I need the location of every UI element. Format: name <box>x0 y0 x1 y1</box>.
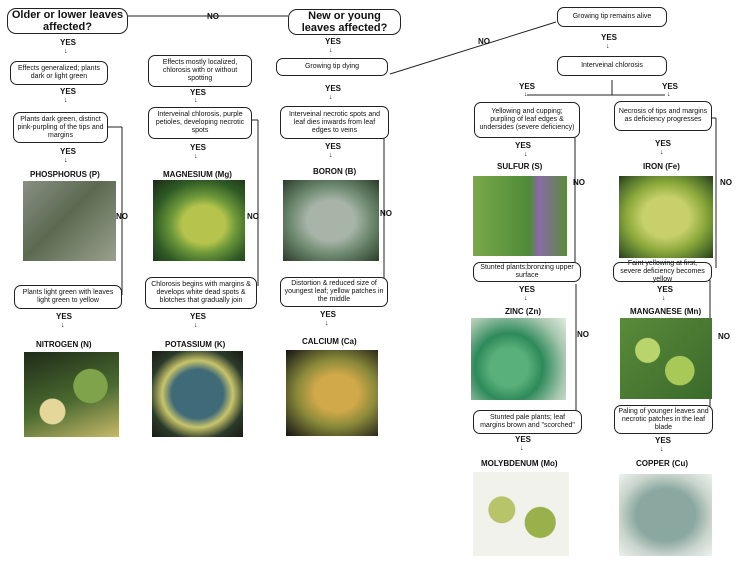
yes-label: YES <box>519 285 536 294</box>
step-stunted-pale: Stunted pale plants; leaf margins brown … <box>473 410 582 434</box>
arrow-down-icon: ↓ <box>667 91 671 98</box>
nutrient-magnesium: MAGNESIUM (Mg) <box>163 170 232 179</box>
yes-label: YES <box>60 147 77 156</box>
step-stunted-bronzing: Stunted plants;bronzing upper surface <box>473 262 581 282</box>
yes-label: YES <box>515 435 532 444</box>
arrow-down-icon: ↓ <box>61 322 65 329</box>
step-generalized: Effects generalized; plants dark or ligh… <box>10 61 108 85</box>
boron-photo <box>283 180 379 261</box>
phosphorus-photo <box>23 181 116 261</box>
yes-label: YES <box>325 37 342 46</box>
molybdenum-photo <box>473 472 569 556</box>
step-tip-alive: Growing tip remains alive <box>557 7 667 27</box>
no-label: NO <box>380 209 392 218</box>
arrow-down-icon: ↓ <box>329 152 333 159</box>
arrow-down-icon: ↓ <box>194 153 198 160</box>
arrow-down-icon: ↓ <box>64 48 68 55</box>
nutrient-copper: COPPER (Cu) <box>636 459 688 468</box>
arrow-down-icon: ↓ <box>64 97 68 104</box>
iron-photo <box>619 176 713 258</box>
copper-photo <box>619 474 712 556</box>
nutrient-phosphorus: PHOSPHORUS (P) <box>30 170 100 179</box>
arrow-down-icon: ↓ <box>64 157 68 164</box>
yes-label: YES <box>320 310 337 319</box>
nutrient-nitrogen: NITROGEN (N) <box>36 340 92 349</box>
yes-label: YES <box>60 87 77 96</box>
yes-label: YES <box>515 141 532 150</box>
arrow-down-icon: ↓ <box>660 149 664 156</box>
yes-label: YES <box>56 312 73 321</box>
no-label: NO <box>718 332 730 341</box>
no-label: NO <box>720 178 732 187</box>
nutrient-zinc: ZINC (Zn) <box>505 307 541 316</box>
arrow-down-icon: ↓ <box>325 320 329 327</box>
step-margins-chlorosis: Chlorosis begins with margins & develops… <box>145 277 257 309</box>
nutrient-boron: BORON (B) <box>313 167 357 176</box>
no-label: NO <box>116 212 128 221</box>
arrow-down-icon: ↓ <box>662 295 666 302</box>
step-distortion: Distortion & reduced size of youngest le… <box>280 277 388 307</box>
magnesium-photo <box>153 180 245 261</box>
nutrient-molybdenum: MOLYBDENUM (Mo) <box>481 459 558 468</box>
arrow-down-icon: ↓ <box>520 445 524 452</box>
step-dark-green: Plants dark green, distinct pink-purplin… <box>13 112 108 143</box>
yes-label: YES <box>662 82 679 91</box>
yes-label: YES <box>601 33 618 42</box>
arrow-down-icon: ↓ <box>660 446 664 453</box>
step-localized: Effects mostly localized, chlorosis with… <box>148 55 252 87</box>
no-label-top: NO <box>207 12 219 21</box>
arrow-down-icon: ↓ <box>329 94 333 101</box>
no-label: NO <box>247 212 259 221</box>
calcium-photo <box>286 350 378 436</box>
yes-label: YES <box>190 312 207 321</box>
manganese-photo <box>620 318 712 399</box>
step-interveinal-chlorosis: Interveinal chlorosis <box>557 56 667 76</box>
arrow-down-icon: ↓ <box>329 47 333 54</box>
arrow-down-icon: ↓ <box>524 91 528 98</box>
step-yellowing-cupping: Yellowing and cupping; purpling of leaf … <box>474 102 580 138</box>
no-label: NO <box>573 178 585 187</box>
no-label-young: NO <box>478 37 490 46</box>
step-interveinal-purple: Interveinal chlorosis, purple petioles, … <box>148 107 252 139</box>
yes-label: YES <box>325 84 342 93</box>
yes-label: YES <box>519 82 536 91</box>
nutrient-manganese: MANGANESE (Mn) <box>630 307 702 316</box>
yes-label: YES <box>657 285 674 294</box>
nitrogen-photo <box>24 352 119 437</box>
nutrient-iron: IRON (Fe) <box>643 162 680 171</box>
step-faint-yellowing: Faint yellowing at first, severe deficie… <box>613 260 712 283</box>
arrow-down-icon: ↓ <box>524 151 528 158</box>
step-light-green: Plants light green with leaves light gre… <box>14 285 122 309</box>
yes-label: YES <box>325 142 342 151</box>
question-young-leaves: New or young leaves affected? <box>288 9 401 35</box>
no-label: NO <box>577 330 589 339</box>
yes-label: YES <box>60 38 77 47</box>
zinc-photo <box>471 318 566 400</box>
arrow-down-icon: ↓ <box>606 43 610 50</box>
arrow-down-icon: ↓ <box>194 97 198 104</box>
nutrient-potassium: POTASSIUM (K) <box>165 340 226 349</box>
yes-label: YES <box>190 88 207 97</box>
yes-label: YES <box>655 139 672 148</box>
arrow-down-icon: ↓ <box>524 295 528 302</box>
nutrient-calcium: CALCIUM (Ca) <box>302 337 357 346</box>
sulfur-photo <box>473 176 567 256</box>
question-older-leaves: Older or lower leaves affected? <box>7 8 128 34</box>
step-paling-leaves: Paling of younger leaves and necrotic pa… <box>614 405 713 434</box>
potassium-photo <box>152 351 243 437</box>
step-necrosis-tips: Necrosis of tips and margins as deficien… <box>614 101 712 131</box>
step-tip-dying: Growing tip dying <box>276 58 388 76</box>
nutrient-sulfur: SULFUR (S) <box>497 162 543 171</box>
arrow-down-icon: ↓ <box>194 322 198 329</box>
yes-label: YES <box>655 436 672 445</box>
yes-label: YES <box>190 143 207 152</box>
step-necrotic-spots: Interveinal necrotic spots and leaf dies… <box>280 106 389 139</box>
